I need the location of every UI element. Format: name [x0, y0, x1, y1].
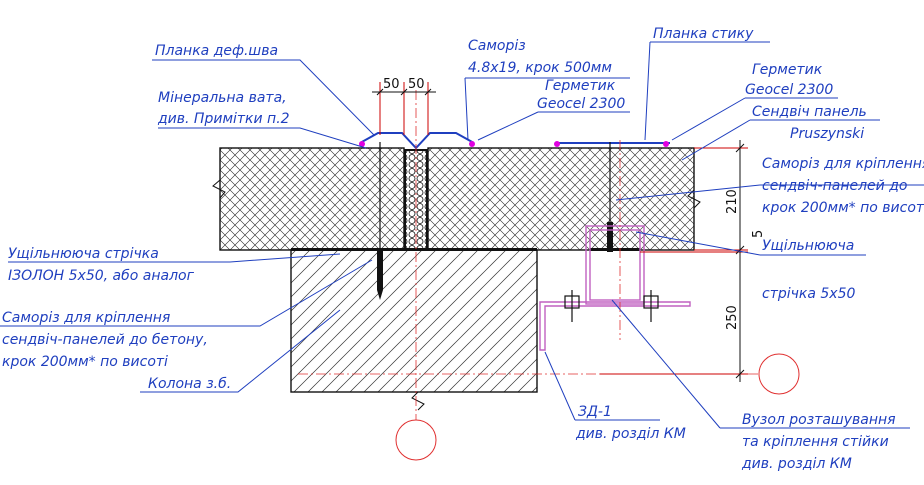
label-strichka-right-2: стрічка 5х50 [762, 286, 855, 302]
screw-left-concrete [377, 142, 383, 300]
dim-250: 250 [725, 305, 740, 330]
axis-marker-bottom [395, 419, 437, 461]
label-samoriz-left-1: Саморіз для кріплення [2, 310, 170, 326]
seal-strip-left [291, 248, 537, 251]
label-sendvich-1: Сендвіч панель [752, 104, 867, 120]
label-samoriz-top-1: Саморіз [468, 38, 526, 54]
dim-50-b: 50 [408, 77, 425, 92]
axis-marker-right [758, 353, 800, 395]
break-line-right [687, 189, 701, 209]
label-planka-def: Планка деф.шва [155, 43, 278, 59]
label-planka-styku: Планка стику [653, 26, 754, 42]
label-vuzol-2: та кріплення стійки [742, 434, 889, 450]
dim-210: 210 [725, 189, 740, 214]
screw-right-steel [607, 142, 613, 252]
sandwich-panel-right [427, 147, 695, 251]
label-vuzol-3: див. розділ КМ [741, 456, 852, 472]
label-vuzol-1: Вузол розташування [742, 412, 896, 428]
deformation-joint-flashing [359, 132, 475, 150]
label-samoriz-right-2: сендвіч-панелей до [762, 178, 907, 194]
label-samoriz-top-2: 4.8x19, крок 500мм [468, 60, 612, 76]
sandwich-panel-left [219, 147, 405, 251]
dimension-50-50 [372, 82, 436, 135]
label-germetyk-right-2: Geocel 2300 [745, 82, 833, 98]
label-sendvich-2: Pruszynski [790, 126, 864, 142]
seal-strip-right [590, 248, 640, 251]
label-kolona: Колона з.б. [148, 376, 231, 392]
label-samoriz-right-3: крок 200мм* по висоті [762, 200, 924, 216]
concrete-column [290, 249, 538, 411]
dim-50-a: 50 [383, 77, 400, 92]
label-samoriz-left-2: сендвіч-панелей до бетону, [2, 332, 208, 348]
sealant-marks [359, 141, 669, 147]
label-min-vata-1: Мінеральна вата, [158, 90, 287, 106]
bolts [564, 290, 659, 322]
break-line-left [212, 179, 226, 199]
label-strichka-left-1: Ущільнююча стрічка [8, 246, 159, 262]
label-samoriz-left-3: крок 200мм* по висоті [2, 354, 168, 370]
label-min-vata-2: див. Примітки п.2 [157, 111, 290, 127]
label-zd-2: див. розділ КМ [575, 426, 686, 442]
label-germetyk-right-1: Герметик [752, 62, 823, 78]
label-strichka-right-1: Ущільнююча [762, 238, 854, 254]
leader-lines [0, 41, 924, 429]
label-samoriz-right-1: Саморіз для кріплення [762, 156, 924, 172]
label-germetyk-mid-1: Герметик [545, 78, 616, 94]
dim-5: 5 [751, 230, 766, 238]
label-germetyk-mid-2: Geocel 2300 [537, 96, 625, 112]
label-strichka-left-2: ІЗОЛОН 5х50, або аналог [8, 268, 195, 284]
label-zd-1: ЗД-1 [578, 404, 612, 420]
